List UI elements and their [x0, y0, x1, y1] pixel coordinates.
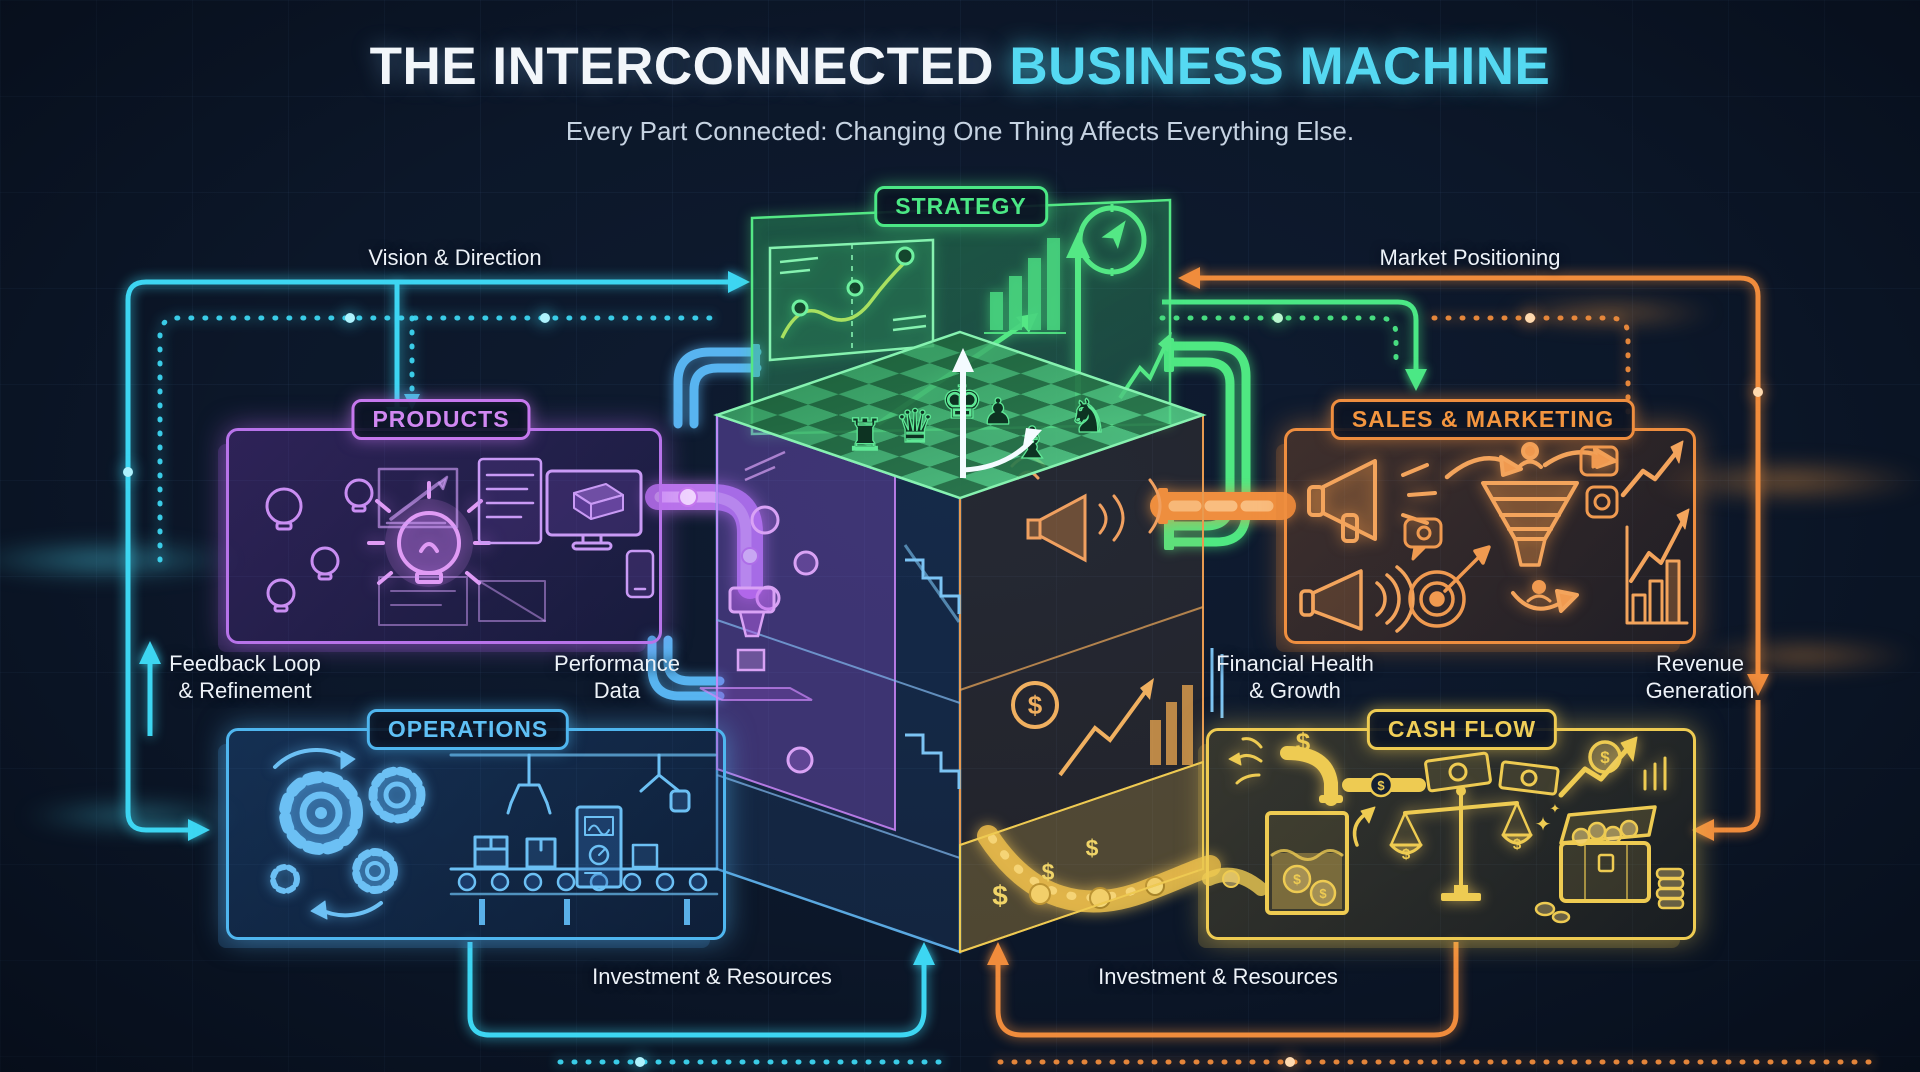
svg-text:$: $: [1296, 727, 1311, 757]
glow-dot: [1525, 313, 1535, 323]
money-faucet-icon: $: [1228, 727, 1343, 806]
target-icon: [1408, 545, 1491, 628]
label-vision-direction: Vision & Direction: [368, 245, 542, 270]
operations-panel: [226, 728, 726, 940]
robot-arm-icons: [449, 753, 717, 815]
cash-flow-panel: $ $ $ $: [1202, 727, 1696, 940]
title-accent: BUSINESS MACHINE: [1009, 37, 1551, 96]
spec-card-icon: [477, 457, 543, 545]
page-title: THE INTERCONNECTED BUSINESS MACHINE: [0, 36, 1920, 97]
arrow-into-strategy-right: [1178, 267, 1200, 289]
arrow-into-sales: [1405, 369, 1427, 391]
banknote-icons: [1424, 751, 1560, 796]
treasure-chest-icon: ✦ ✦: [1535, 801, 1685, 924]
svg-text:✦: ✦: [1550, 801, 1561, 816]
money-glass-icon: $ $: [1202, 811, 1349, 915]
glow-dot: [635, 1057, 645, 1067]
svg-text:✦: ✦: [1535, 814, 1552, 836]
chat-bubble-icon: [1403, 517, 1443, 561]
title-white: THE INTERCONNECTED: [369, 37, 995, 96]
video-bubble-icon: [1579, 445, 1619, 477]
svg-text:$: $: [1377, 778, 1385, 793]
svg-text:$: $: [992, 880, 1008, 911]
roadmap-icon: [768, 238, 935, 362]
glow-dot: [345, 313, 355, 323]
operations-label: OPERATIONS: [366, 709, 570, 750]
svg-text:$: $: [1319, 886, 1327, 901]
wireframe-icon: [378, 576, 546, 626]
balance-scale-icon: $ $: [1389, 786, 1533, 901]
label-revenue-generation: Revenue Generation: [1645, 651, 1755, 704]
products-panel: [226, 428, 662, 644]
label-investment-left: Investment & Resources: [592, 964, 832, 989]
monitor-3d-icon: [545, 469, 643, 551]
label-market-positioning: Market Positioning: [1379, 245, 1561, 270]
svg-text:♟: ♟: [982, 392, 1014, 433]
social-icon: [1585, 485, 1619, 519]
money-pipe-icon: $: [1342, 772, 1426, 847]
products-illustration: [265, 457, 655, 626]
glow-dot: [540, 313, 550, 323]
svg-text:$: $: [1086, 835, 1099, 861]
cash-flow-label: CASH FLOW: [1366, 709, 1558, 750]
arrow-into-cube-right: [987, 942, 1009, 965]
arrow-into-strategy: [728, 271, 750, 293]
sales-marketing-label: SALES & MARKETING: [1330, 399, 1636, 440]
glow-dot: [1753, 387, 1763, 397]
gear-icons: [270, 748, 426, 920]
arrow-into-operations: [188, 819, 210, 841]
svg-text:$: $: [1028, 690, 1043, 720]
sales-marketing-illustration: [1299, 440, 1690, 633]
arrow-into-cube-left: [913, 942, 935, 965]
lightbulb-small-icons: [265, 478, 374, 613]
operations-illustration: [270, 748, 719, 925]
megaphone-small-icon: [1299, 565, 1415, 633]
sales-marketing-panel: [1284, 428, 1696, 644]
business-machine-cube: $ $ $ $ ♜ ♛ ♚ ♟ ♝ ♞: [699, 330, 1207, 954]
cash-flow-illustration: $ $ $ $: [1202, 727, 1685, 924]
strategy-label: STRATEGY: [874, 186, 1048, 227]
label-performance-data: Performance Data: [554, 651, 680, 704]
box-icons: [473, 835, 659, 869]
svg-text:$: $: [1042, 859, 1055, 885]
arrow-feedback-up: [139, 641, 161, 664]
products-label: PRODUCTS: [351, 399, 531, 440]
glow-dot: [1285, 1057, 1295, 1067]
label-financial-health: Financial Health & Growth: [1216, 651, 1374, 704]
glow-dot: [1273, 313, 1283, 323]
phone-icon: [625, 549, 655, 599]
svg-text:$: $: [1600, 748, 1610, 767]
svg-text:♞: ♞: [1067, 389, 1108, 443]
svg-text:$: $: [1513, 836, 1522, 853]
page-subtitle: Every Part Connected: Changing One Thing…: [565, 116, 1355, 146]
label-feedback-loop: Feedback Loop & Refinement: [169, 651, 321, 704]
growth-chart-icon: [1620, 440, 1690, 625]
svg-text:♜: ♜: [845, 410, 884, 461]
svg-text:$: $: [1293, 871, 1301, 887]
rising-money-arrow-icon: $: [1558, 736, 1667, 798]
control-station-icon: [575, 805, 623, 889]
glow-dot: [123, 467, 133, 477]
svg-text:$: $: [1402, 846, 1411, 863]
label-investment-right: Investment & Resources: [1098, 964, 1338, 989]
svg-text:♛: ♛: [894, 399, 935, 453]
